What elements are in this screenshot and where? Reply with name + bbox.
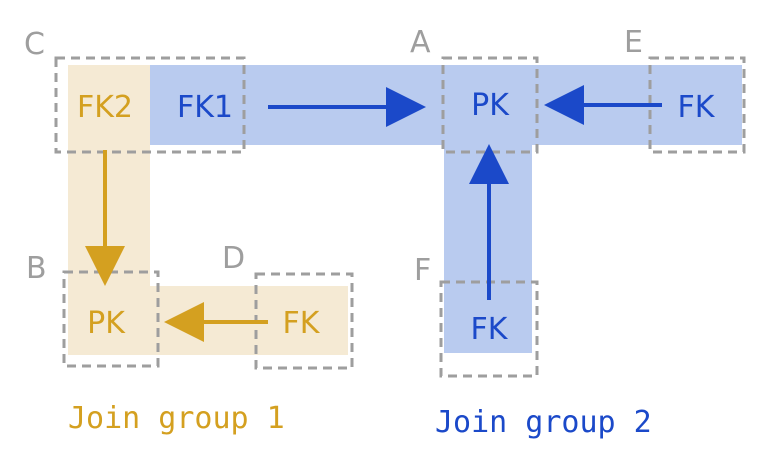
table-label-c: C: [24, 27, 45, 62]
table-e-box: [648, 56, 746, 154]
table-c-box: [54, 56, 246, 154]
join-group-1-caption: Join group 1: [68, 401, 285, 436]
key-f-fk: FK: [471, 312, 509, 347]
join-group-2-caption: Join group 2: [435, 405, 652, 440]
key-e-fk: FK: [678, 90, 716, 125]
key-c-fk1: FK1: [177, 90, 233, 125]
table-label-a: A: [410, 25, 431, 60]
table-label-e: E: [624, 25, 643, 60]
table-label-d: D: [222, 241, 245, 276]
key-d-fk: FK: [283, 306, 321, 341]
table-label-f: F: [414, 253, 431, 288]
key-b-pk: PK: [87, 306, 126, 341]
key-c-fk2: FK2: [77, 90, 133, 125]
key-a-pk: PK: [471, 88, 510, 123]
table-label-b: B: [26, 251, 47, 286]
table-a-box: [441, 56, 539, 154]
